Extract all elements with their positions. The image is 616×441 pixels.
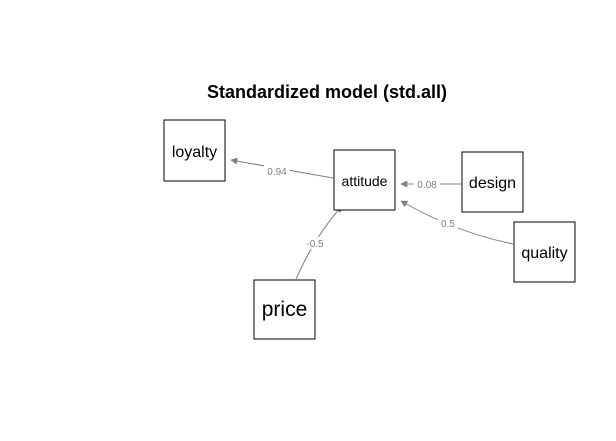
diagram-title: Standardized model (std.all) [207,82,447,102]
node-box [253,279,316,340]
edge-label-price-attitude: -0.5 [306,239,324,250]
node-quality: quality [513,221,576,283]
edge-price-attitude: -0.5 [295,205,343,280]
edge-label-design-attitude: 0.08 [417,180,437,191]
node-box [513,221,576,283]
edge-design-attitude: 0.08 [400,179,461,191]
node-label-loyalty: loyalty [172,144,217,161]
node-loyalty: loyalty [163,119,226,182]
edge-label-attitude-loyalty: 0.94 [267,167,287,178]
node-box [333,149,396,211]
edge-label-quality-attitude: 0.5 [441,219,455,230]
node-label-price: price [262,298,308,321]
node-box [461,151,524,213]
node-design: design [461,151,524,213]
node-price: price [253,279,316,340]
node-label-quality: quality [521,245,567,262]
node-attitude: attitude [333,149,396,211]
edge-quality-attitude: 0.5 [400,200,514,245]
node-label-attitude: attitude [342,173,388,189]
node-box [163,119,226,182]
edge-attitude-loyalty: 0.94 [230,157,334,179]
node-label-design: design [469,175,516,192]
